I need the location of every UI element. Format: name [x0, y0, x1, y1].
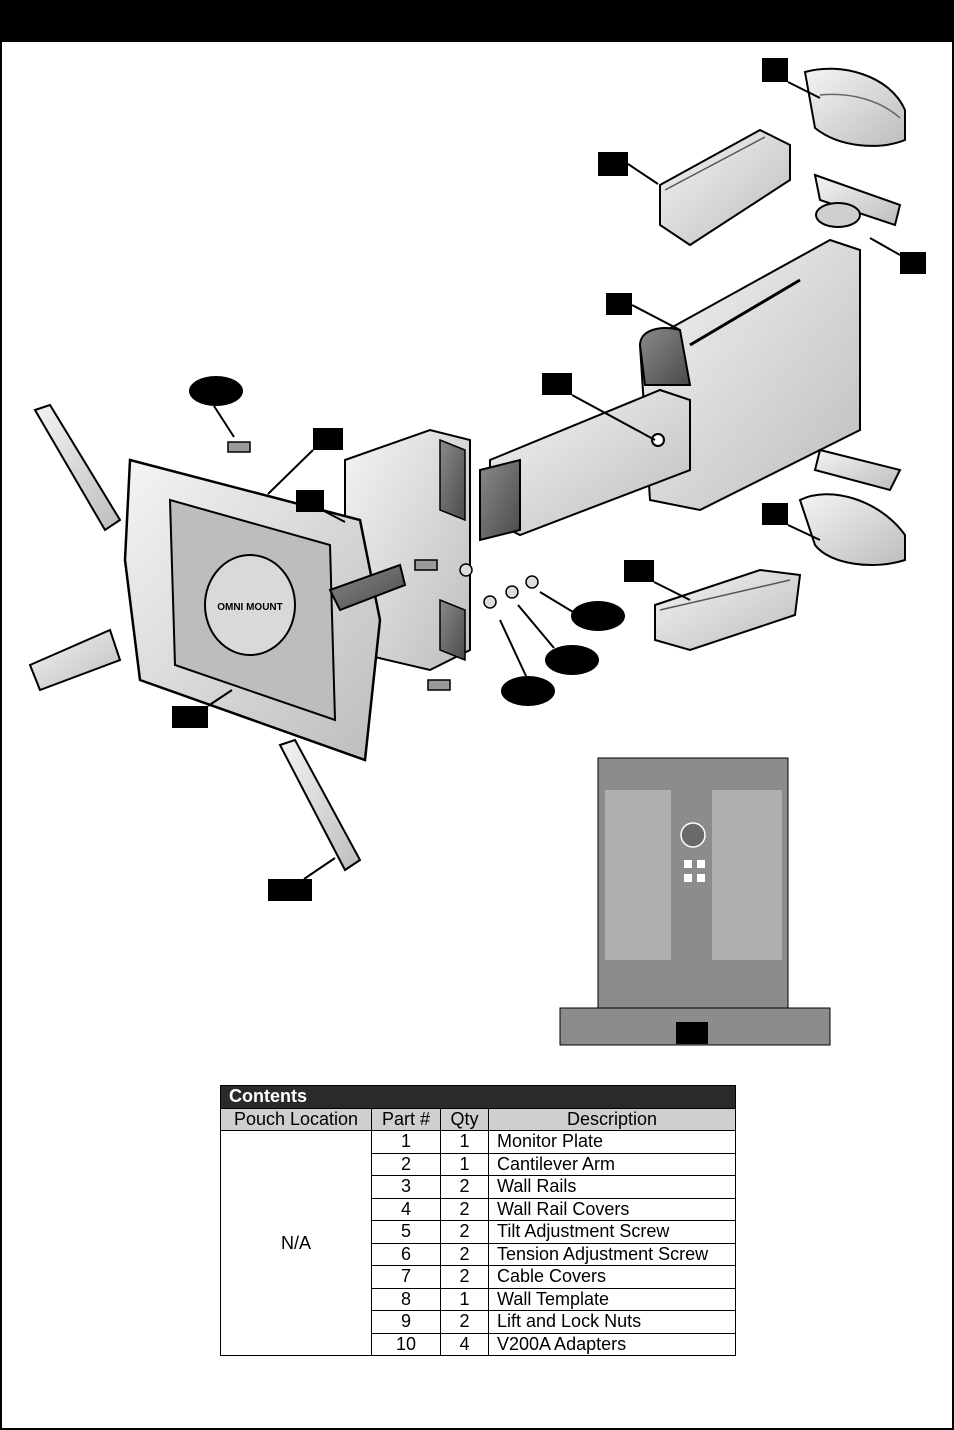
callout-box: [296, 490, 324, 512]
callout-box: [900, 252, 926, 274]
col-header-description: Description: [488, 1107, 736, 1131]
cable-cover-bottom: [654, 568, 802, 652]
monitor-plate: OMNI MOUNT: [123, 458, 382, 762]
callout-oval: [189, 376, 243, 406]
v200a-adapters: [28, 403, 407, 872]
table-row: N/A 1 1 Monitor Plate: [220, 1130, 736, 1356]
cantilever-arm: [479, 173, 902, 542]
description-cell: Wall Template: [488, 1287, 736, 1311]
qty-cell: 2: [440, 1242, 489, 1266]
header-bar: [0, 0, 954, 42]
qty-cell: 2: [440, 1220, 489, 1244]
qty-cell: 2: [440, 1265, 489, 1289]
table-row: 10 4 V200A Adapters: [221, 1332, 736, 1356]
qty-cell: 1: [440, 1287, 489, 1311]
part-number-cell: 3: [371, 1175, 441, 1199]
part-number-cell: 4: [371, 1197, 441, 1221]
description-cell: V200A Adapters: [488, 1332, 736, 1356]
callout-box: [268, 879, 312, 901]
table-row: 9 2 Lift and Lock Nuts: [221, 1310, 736, 1334]
callout-oval: [545, 645, 599, 675]
callout-box: [762, 58, 788, 82]
col-header-part-number: Part #: [371, 1107, 441, 1131]
table-row: 4 2 Wall Rail Covers: [221, 1197, 736, 1221]
callout-oval: [571, 601, 625, 631]
table-row: 2 1 Cantilever Arm: [221, 1152, 736, 1176]
part-number-cell: 6: [371, 1242, 441, 1266]
callout-markers: [172, 58, 926, 1044]
contents-table: Contents Pouch Location Part # Qty Descr…: [220, 1085, 736, 1356]
wall-template: [559, 757, 831, 1046]
callout-oval: [501, 676, 555, 706]
wall-rail-cover-bottom: [798, 493, 906, 566]
qty-cell: 1: [440, 1152, 489, 1176]
table-title: Contents: [220, 1085, 736, 1109]
qty-cell: 2: [440, 1197, 489, 1221]
qty-cell: 4: [440, 1332, 489, 1356]
callout-box: [762, 503, 788, 525]
table-row: 6 2 Tension Adjustment Screw: [221, 1242, 736, 1266]
qty-cell: 2: [440, 1175, 489, 1199]
qty-cell: 2: [440, 1310, 489, 1334]
part-number-cell: 7: [371, 1265, 441, 1289]
pouch-location-cell: N/A: [220, 1130, 372, 1356]
wall-rail-cover-top: [803, 67, 906, 147]
callout-box: [606, 293, 632, 315]
screws-and-nuts: [227, 441, 539, 691]
table-row: 7 2 Cable Covers: [221, 1265, 736, 1289]
callout-box: [676, 1022, 708, 1044]
callout-box: [313, 428, 343, 450]
part-number-cell: 1: [371, 1130, 441, 1154]
callout-box: [172, 706, 208, 728]
description-cell: Wall Rails: [488, 1175, 736, 1199]
description-cell: Cable Covers: [488, 1265, 736, 1289]
part-number-cell: 8: [371, 1287, 441, 1311]
callout-box: [542, 373, 572, 395]
description-cell: Lift and Lock Nuts: [488, 1310, 736, 1334]
cable-cover-top: [659, 128, 791, 247]
description-cell: Tension Adjustment Screw: [488, 1242, 736, 1266]
part-number-cell: 9: [371, 1310, 441, 1334]
callout-box: [624, 560, 654, 582]
callout-box: [598, 152, 628, 176]
description-cell: Tilt Adjustment Screw: [488, 1220, 736, 1244]
col-header-qty: Qty: [440, 1107, 489, 1131]
part-number-cell: 5: [371, 1220, 441, 1244]
part-number-cell: 2: [371, 1152, 441, 1176]
part-number-cell: 10: [371, 1332, 441, 1356]
qty-cell: 1: [440, 1130, 489, 1154]
col-header-pouch-location: Pouch Location: [220, 1107, 372, 1131]
table-row: 5 2 Tilt Adjustment Screw: [221, 1220, 736, 1244]
exploded-parts-diagram: OMNI MOUNT: [28, 58, 926, 1046]
description-cell: Monitor Plate: [488, 1130, 736, 1154]
monitor-plate-logo: OMNI MOUNT: [217, 602, 283, 613]
table-row: 8 1 Wall Template: [221, 1287, 736, 1311]
description-cell: Cantilever Arm: [488, 1152, 736, 1176]
description-cell: Wall Rail Covers: [488, 1197, 736, 1221]
